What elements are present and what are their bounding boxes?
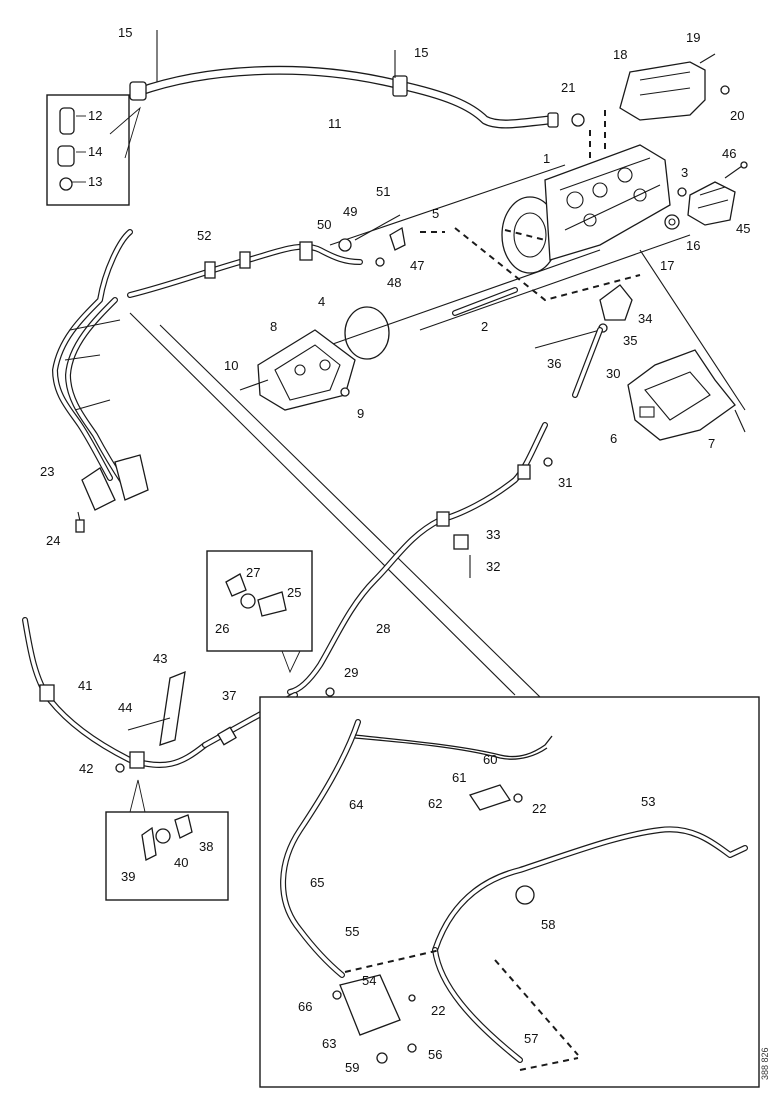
callout-57: 57 xyxy=(524,1031,538,1046)
bolt-2 xyxy=(452,287,518,316)
callout-36: 36 xyxy=(547,356,561,371)
callout-40: 40 xyxy=(174,855,188,870)
callout-55: 55 xyxy=(345,924,359,939)
callout-33: 33 xyxy=(486,527,500,542)
compressor-1 xyxy=(501,144,671,274)
callout-15a: 15 xyxy=(118,25,132,40)
callout-22b: 22 xyxy=(431,1003,445,1018)
callout-3: 3 xyxy=(681,165,688,180)
callout-52: 52 xyxy=(197,228,211,243)
clutch-45 xyxy=(664,161,748,230)
callout-64: 64 xyxy=(349,797,363,812)
callout-60: 60 xyxy=(483,752,497,767)
callout-28: 28 xyxy=(376,621,390,636)
callout-7: 7 xyxy=(708,436,715,451)
callout-45: 45 xyxy=(736,221,750,236)
callout-4: 4 xyxy=(318,294,325,309)
hose-11 xyxy=(129,30,559,129)
callout-66: 66 xyxy=(298,999,312,1014)
callout-63: 63 xyxy=(322,1036,336,1051)
callout-37: 37 xyxy=(222,688,236,703)
callout-9: 9 xyxy=(357,406,364,421)
callout-13: 13 xyxy=(88,174,102,189)
inset-clamps-12-14 xyxy=(46,94,141,206)
callout-24: 24 xyxy=(46,533,60,548)
callout-31: 31 xyxy=(558,475,572,490)
pipe-23 xyxy=(52,229,149,533)
pipe-52 xyxy=(127,214,406,298)
callout-56: 56 xyxy=(428,1047,442,1062)
callout-8: 8 xyxy=(270,319,277,334)
callout-54: 54 xyxy=(362,973,376,988)
callout-26: 26 xyxy=(215,621,229,636)
callout-48: 48 xyxy=(387,275,401,290)
callout-46: 46 xyxy=(722,146,736,161)
callout-5: 5 xyxy=(432,206,439,221)
callout-59: 59 xyxy=(345,1060,359,1075)
callout-12: 12 xyxy=(88,108,102,123)
callout-61: 61 xyxy=(452,770,466,785)
shield-6 xyxy=(627,349,746,441)
callout-49: 49 xyxy=(343,204,357,219)
callout-30: 30 xyxy=(606,366,620,381)
callout-29: 29 xyxy=(344,665,358,680)
inset-clamp-38-40 xyxy=(105,779,229,901)
callout-58: 58 xyxy=(541,917,555,932)
callout-11: 11 xyxy=(328,116,342,131)
document-reference: 388 826 xyxy=(760,1047,770,1080)
callout-41: 41 xyxy=(78,678,92,693)
callout-42: 42 xyxy=(79,761,93,776)
callout-10: 10 xyxy=(224,358,238,373)
callout-34: 34 xyxy=(638,311,652,326)
callout-6: 6 xyxy=(610,431,617,446)
callout-62: 62 xyxy=(428,796,442,811)
callout-35: 35 xyxy=(623,333,637,348)
inset-detail-53-66 xyxy=(259,696,760,1088)
callout-15b: 15 xyxy=(414,45,428,60)
callout-16: 16 xyxy=(686,238,700,253)
callout-labels: 15 15 11 12 14 13 18 19 21 20 1 3 46 45 … xyxy=(40,25,770,1080)
callout-20: 20 xyxy=(730,108,744,123)
callout-23: 23 xyxy=(40,464,54,479)
callout-50: 50 xyxy=(317,217,331,232)
callout-25: 25 xyxy=(287,585,301,600)
callout-53: 53 xyxy=(641,794,655,809)
bracket-18 xyxy=(571,53,730,175)
callout-47: 47 xyxy=(410,258,424,273)
callout-2: 2 xyxy=(481,319,488,334)
callout-17: 17 xyxy=(660,258,674,273)
callout-1: 1 xyxy=(543,151,550,166)
callout-65: 65 xyxy=(310,875,324,890)
callout-38: 38 xyxy=(199,839,213,854)
callout-19: 19 xyxy=(686,30,700,45)
callout-18: 18 xyxy=(613,47,627,62)
callout-14: 14 xyxy=(88,144,102,159)
bracket-34 xyxy=(534,284,633,398)
guide-lines xyxy=(129,312,541,698)
callout-39: 39 xyxy=(121,869,135,884)
callout-51: 51 xyxy=(376,184,390,199)
callout-44: 44 xyxy=(118,700,132,715)
callout-22a: 22 xyxy=(532,801,546,816)
callout-21: 21 xyxy=(561,80,575,95)
inset-clips-25-27 xyxy=(206,550,313,674)
cover-plate-8 xyxy=(239,306,390,411)
callout-27: 27 xyxy=(246,565,260,580)
callout-32: 32 xyxy=(486,559,500,574)
callout-43: 43 xyxy=(153,651,167,666)
pipe-28 xyxy=(287,422,553,697)
